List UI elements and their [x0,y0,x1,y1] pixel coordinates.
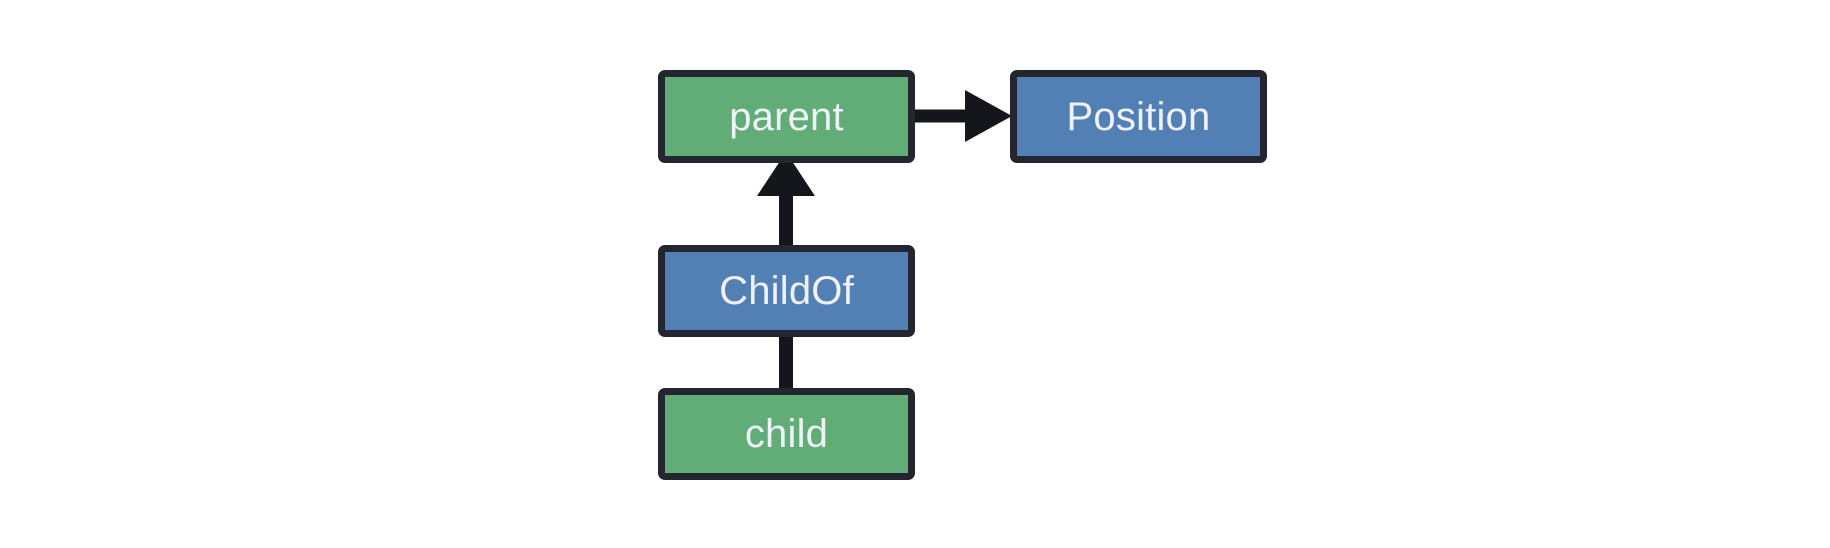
node-child[interactable]: child [658,388,915,480]
node-position-label: Position [1066,94,1211,139]
node-childof[interactable]: ChildOf [658,245,915,337]
node-parent-label: parent [729,94,844,139]
node-parent[interactable]: parent [658,70,915,163]
edge-childof-to-parent [757,152,815,245]
node-childof-label: ChildOf [719,269,854,313]
node-position[interactable]: Position [1010,70,1267,163]
edge-parent-to-position [915,90,1012,142]
node-child-label: child [744,412,829,456]
